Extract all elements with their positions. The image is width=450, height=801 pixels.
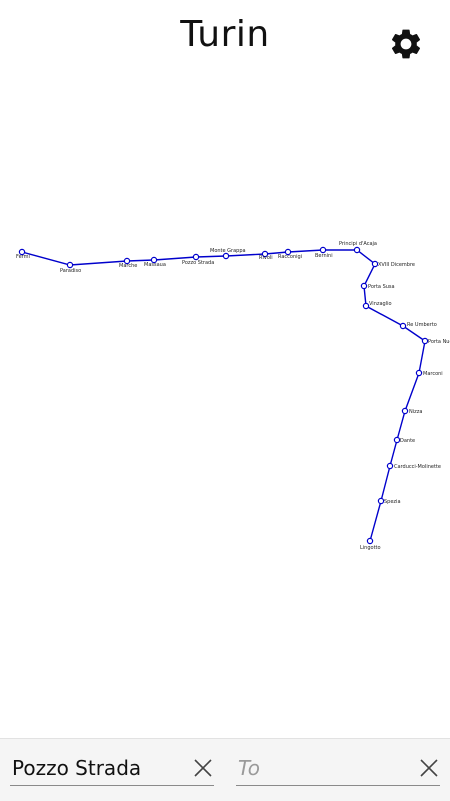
to-input[interactable] (238, 753, 408, 783)
page-title: Turin (180, 14, 270, 55)
to-field (236, 749, 442, 791)
station-label[interactable]: Paradiso (60, 268, 81, 274)
station-marker[interactable] (371, 260, 379, 268)
station-marker[interactable] (366, 537, 374, 545)
station-label[interactable]: Nizza (409, 409, 422, 415)
station-label[interactable]: Porta Susa (368, 284, 395, 290)
from-underline (10, 785, 214, 786)
from-field (10, 749, 216, 791)
station-marker[interactable] (415, 369, 423, 377)
station-marker[interactable] (386, 462, 394, 470)
station-label[interactable]: XVIII Dicembre (378, 262, 415, 268)
station-marker[interactable] (150, 256, 158, 264)
station-marker[interactable] (360, 282, 368, 290)
station-marker[interactable] (123, 257, 131, 265)
close-icon[interactable] (418, 757, 440, 779)
gear-icon[interactable] (388, 26, 424, 62)
station-marker[interactable] (192, 253, 200, 261)
station-label[interactable]: Pozzo Strada (182, 260, 214, 266)
station-marker[interactable] (421, 337, 429, 345)
station-label[interactable]: Bernini (315, 253, 333, 259)
station-marker[interactable] (399, 322, 407, 330)
station-label[interactable]: Lingotto (360, 545, 381, 551)
from-input[interactable] (12, 753, 182, 783)
station-label[interactable]: Porta Nuova (428, 339, 450, 345)
station-label[interactable]: Vinzaglio (369, 301, 392, 307)
station-label[interactable]: Carducci-Molinette (394, 464, 441, 470)
station-label[interactable]: Principi d'Acaja (339, 241, 377, 247)
route-panel (0, 738, 450, 801)
station-marker[interactable] (284, 248, 292, 256)
station-label[interactable]: Rivoli (259, 255, 273, 261)
close-icon[interactable] (192, 757, 214, 779)
app-header: Turin (0, 0, 450, 80)
station-label[interactable]: Marche (119, 263, 137, 269)
station-label[interactable]: Racconigi (278, 254, 302, 260)
station-marker[interactable] (319, 246, 327, 254)
station-label[interactable]: Monte Grappa (210, 248, 246, 254)
to-underline (236, 785, 440, 786)
station-label[interactable]: Dante (400, 438, 415, 444)
station-marker[interactable] (222, 252, 230, 260)
station-marker[interactable] (377, 497, 385, 505)
station-marker[interactable] (261, 250, 269, 258)
station-label[interactable]: Spezia (384, 499, 401, 505)
station-label[interactable]: Marconi (423, 371, 443, 377)
station-label[interactable]: Fermi (16, 254, 30, 260)
station-marker[interactable] (362, 302, 370, 310)
station-marker[interactable] (66, 261, 74, 269)
station-marker[interactable] (401, 407, 409, 415)
station-label[interactable]: Re Umberto (407, 322, 437, 328)
station-marker[interactable] (353, 246, 361, 254)
station-marker[interactable] (393, 436, 401, 444)
station-marker[interactable] (18, 248, 26, 256)
metro-line (21, 249, 426, 542)
station-label[interactable]: Massaua (144, 262, 166, 268)
